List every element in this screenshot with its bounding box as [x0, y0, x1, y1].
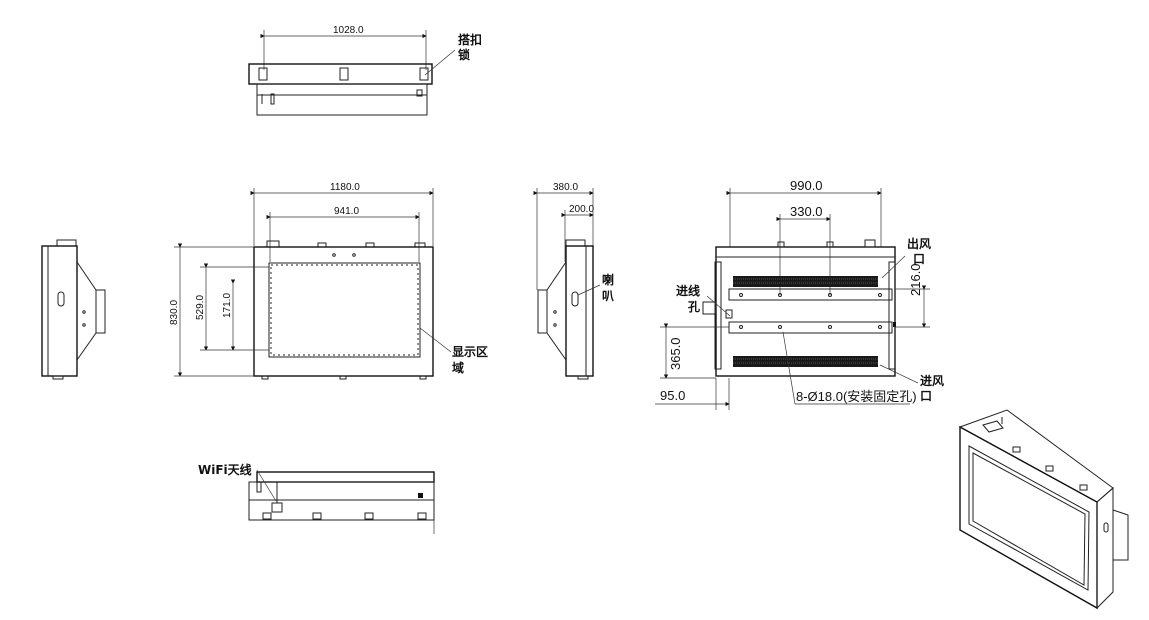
isometric-view: [958, 409, 1129, 610]
left-side-view: [41, 239, 106, 380]
vent-offset-dim: 216.0: [908, 263, 923, 296]
top-view: 1028.0 搭扣 锁: [248, 25, 482, 116]
display-height-dim: 529.0: [195, 295, 206, 320]
display-width-dim: 941.0: [334, 206, 359, 217]
latch-label-2: 锁: [458, 47, 470, 62]
hole-spacing-dim: 330.0: [790, 204, 823, 219]
cable-hole-label-1: 进线: [676, 283, 700, 298]
latch-label-1: 搭扣: [458, 32, 482, 47]
bracket-dim: 200.0: [569, 204, 594, 215]
cable-hole-label-2: 孔: [688, 300, 700, 314]
mount-holes-label: 8-Ø18.0(安装固定孔): [796, 389, 917, 404]
front-view: 1180.0 941.0 830.0 529.0 171.0 显示区 域: [169, 182, 488, 380]
right-side-view: 380.0 200.0 喇 叭: [533, 182, 614, 380]
mount-height-dim: 365.0: [668, 337, 683, 370]
top-width-dim: 1028.0: [333, 25, 364, 36]
exhaust-label-1: 出风: [907, 236, 931, 251]
depth-dim: 380.0: [553, 182, 578, 193]
wifi-antenna-label: WiFi天线: [198, 462, 252, 477]
edge-offset-dim: 95.0: [660, 388, 685, 403]
display-area-label-1: 显示区: [452, 345, 488, 359]
exhaust-label-2: 口: [913, 252, 925, 266]
inner-dim: 171.0: [222, 293, 233, 318]
intake-label-2: 口: [920, 389, 932, 403]
display-area-label-2: 域: [452, 360, 464, 375]
speaker-label-1: 喇: [602, 272, 614, 287]
rear-width-dim: 990.0: [790, 178, 823, 193]
speaker-label-2: 叭: [602, 289, 614, 303]
front-height-dim: 830.0: [169, 300, 180, 325]
bottom-view: WiFi天线: [198, 462, 435, 534]
front-width-dim: 1180.0: [330, 182, 360, 193]
intake-label-1: 进风: [920, 373, 944, 388]
rear-view: 990.0 330.0 216.0: [655, 178, 944, 410]
